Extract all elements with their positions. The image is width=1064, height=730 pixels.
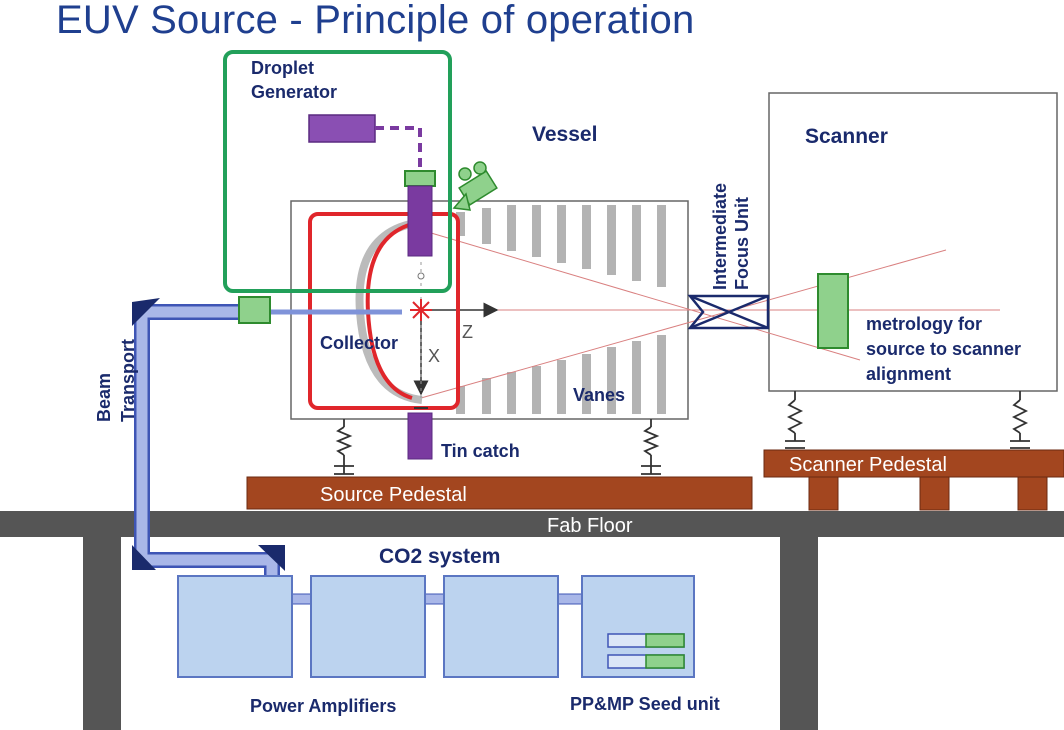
vessel-spring-left [334, 419, 354, 475]
intermediate-focus-label: Intermediate Focus Unit [710, 178, 752, 290]
scanner-pedestal [763, 449, 1064, 511]
vanes-label: Vanes [573, 385, 625, 405]
scanner-pedestal-label: Scanner Pedestal [789, 454, 947, 476]
power-amplifier-3 [443, 575, 559, 678]
source-pedestal [246, 476, 753, 510]
scanner-spring-left [785, 391, 805, 449]
x-axis-label: X [428, 346, 440, 366]
tin-catch-label: Tin catch [441, 441, 520, 461]
intermediate-focus-unit [687, 294, 770, 330]
seed-unit-modules [607, 633, 685, 669]
droplet [417, 272, 425, 280]
scanner-spring-right [1010, 391, 1030, 449]
beam-window [238, 296, 271, 324]
droplet-generator-label: Droplet Generator [251, 58, 337, 102]
power-amplifier-1 [177, 575, 293, 678]
power-amplifier-2 [310, 575, 426, 678]
droplet-feed-line [375, 126, 422, 172]
seed-unit-label: PP&MP Seed unit [570, 694, 720, 714]
collector-label: Collector [320, 333, 398, 353]
co2-system-label: CO2 system [379, 545, 500, 568]
beam-mirror-bottom-left [132, 545, 156, 570]
droplet-valve [404, 170, 436, 187]
z-axis-label: Z [462, 322, 473, 342]
vessel-spring-right [641, 419, 661, 475]
source-pedestal-label: Source Pedestal [320, 484, 467, 506]
light-cone [420, 229, 1000, 399]
fab-floor-label: Fab Floor [547, 515, 633, 537]
plasma-spark-icon [410, 299, 432, 321]
beam-transport-label: Beam Transport [94, 339, 138, 422]
vanes-bottom [456, 335, 666, 414]
tin-catch [407, 412, 433, 460]
metrology-label: metrology for source to scanner alignmen… [866, 314, 1026, 384]
droplet-generator-frame [223, 50, 452, 293]
floor-support-right [780, 537, 818, 730]
floor-support-left [83, 537, 121, 730]
beam-mirror-bottom-right [258, 545, 285, 571]
fab-floor [0, 511, 1064, 537]
scanner-label: Scanner [805, 125, 888, 148]
droplet-generator-unit [308, 114, 376, 143]
vessel-label: Vessel [532, 123, 597, 146]
beam-mirror-top [132, 298, 160, 326]
page-title: EUV Source - Principle of operation [56, 0, 695, 42]
droplet-nozzle [407, 185, 433, 257]
power-amplifiers-label: Power Amplifiers [250, 696, 396, 716]
vanes-top [456, 205, 666, 287]
camera-icon [452, 161, 498, 211]
metrology-element [817, 273, 849, 349]
